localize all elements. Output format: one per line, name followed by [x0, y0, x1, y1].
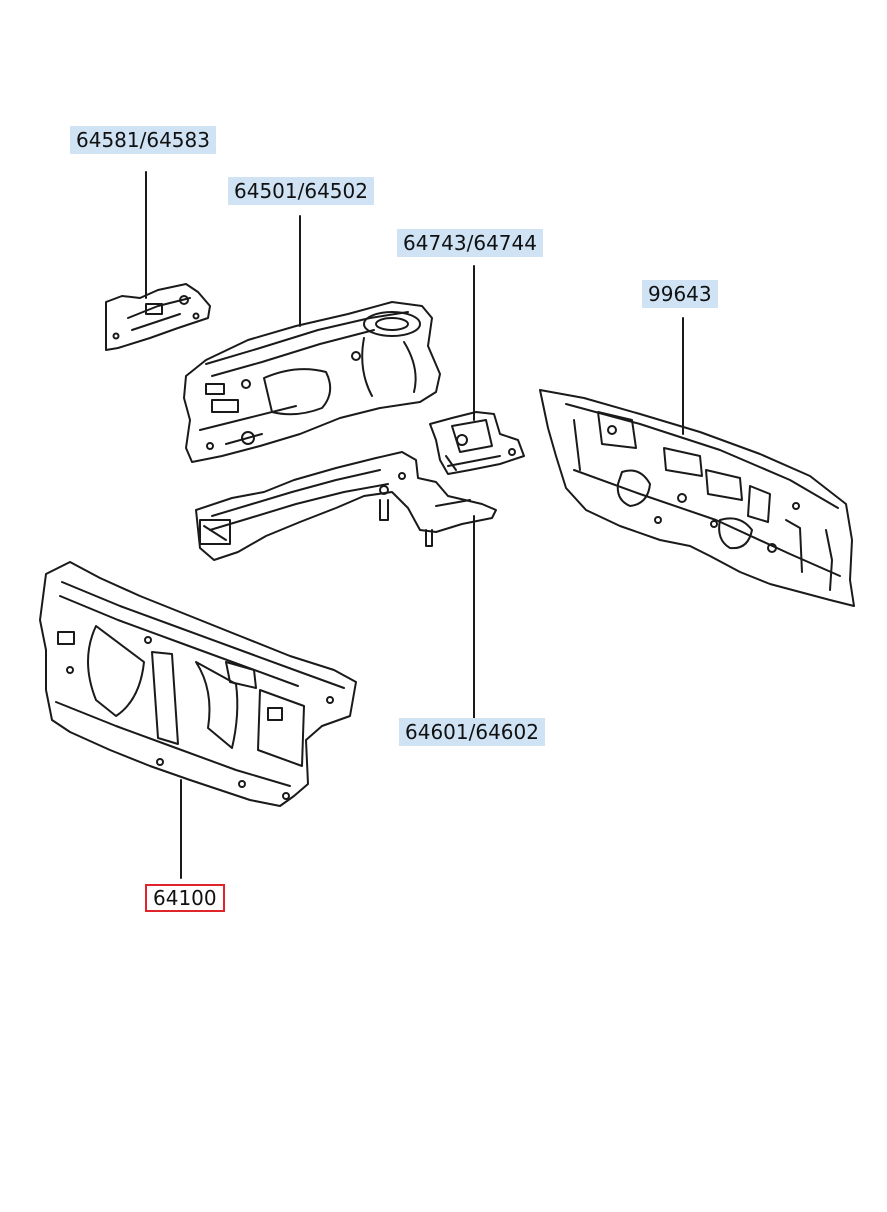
callout-64100-selected[interactable]: 64100: [145, 884, 225, 912]
fender-apron-part: [183, 301, 441, 463]
bracket-part-medium: [429, 411, 525, 475]
radiator-support-part: [39, 561, 357, 807]
callout-99643[interactable]: 99643: [642, 280, 718, 308]
callout-64601-64602[interactable]: 64601/64602: [399, 718, 545, 746]
side-member-part: [195, 451, 497, 561]
callout-64581-64583[interactable]: 64581/64583: [70, 126, 216, 154]
dash-panel-part: [539, 389, 855, 607]
bracket-part-small: [105, 283, 211, 351]
callout-64743-64744[interactable]: 64743/64744: [397, 229, 543, 257]
callout-64501-64502[interactable]: 64501/64502: [228, 177, 374, 205]
